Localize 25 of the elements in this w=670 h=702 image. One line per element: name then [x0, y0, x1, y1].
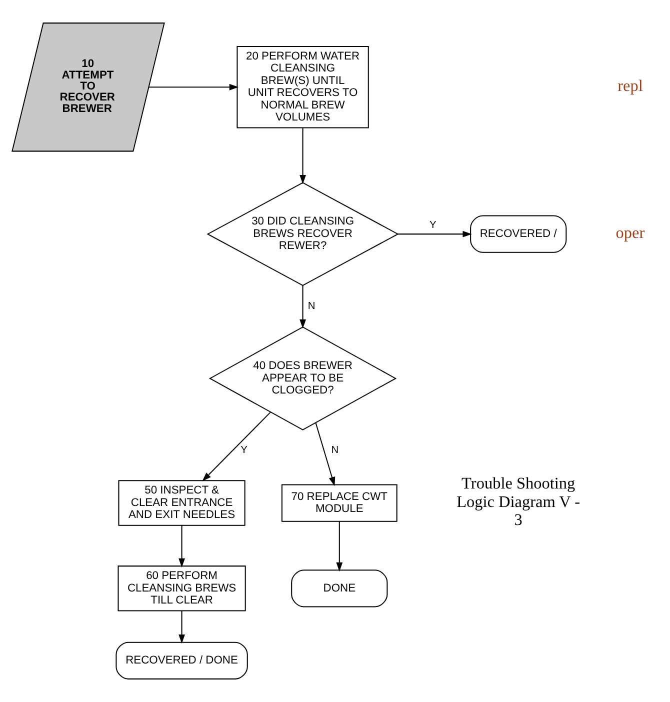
node-box: 20 PERFORM WATER CLEANSING BREW(S) UNTIL UNIT RECOVERS TO NORMAL BREW VOLUMES	[236, 46, 369, 128]
arrow	[398, 230, 472, 238]
node-box: 70 REPLACE CWT MODULE	[281, 484, 398, 522]
edge-label: Y	[240, 445, 248, 456]
arrow	[336, 522, 343, 572]
node-diamond: 40 DOES BREWER APPEAR TO BE CLOGGED?	[208, 326, 397, 430]
node-diamond: 30 DID CLEANSING BREWS RECOVER REWER?	[206, 182, 399, 286]
label: Trouble Shooting Logic Diagram V - 3	[456, 474, 580, 530]
label: repl	[618, 76, 643, 95]
node-box: RECOVERED / DONE	[116, 642, 248, 680]
arrow	[202, 412, 271, 482]
label: oper	[616, 224, 645, 242]
edge-label: Y	[429, 220, 436, 231]
arrow	[178, 610, 185, 644]
node-box: RECOVERED /	[470, 215, 567, 253]
arrow	[178, 526, 185, 568]
arrow	[300, 128, 306, 184]
arrow	[149, 84, 239, 90]
edge-label: N	[331, 445, 339, 456]
node-box: 60 PERFORM CLEANSING BREWS TILL CLEAR	[118, 566, 246, 612]
arrow	[300, 286, 306, 329]
edge-label: N	[308, 300, 316, 312]
node-box: DONE	[291, 570, 388, 608]
node-box: 50 INSPECT & CLEAR ENTRANCE AND EXIT NEEDLES	[118, 480, 246, 526]
arrow	[315, 422, 336, 486]
